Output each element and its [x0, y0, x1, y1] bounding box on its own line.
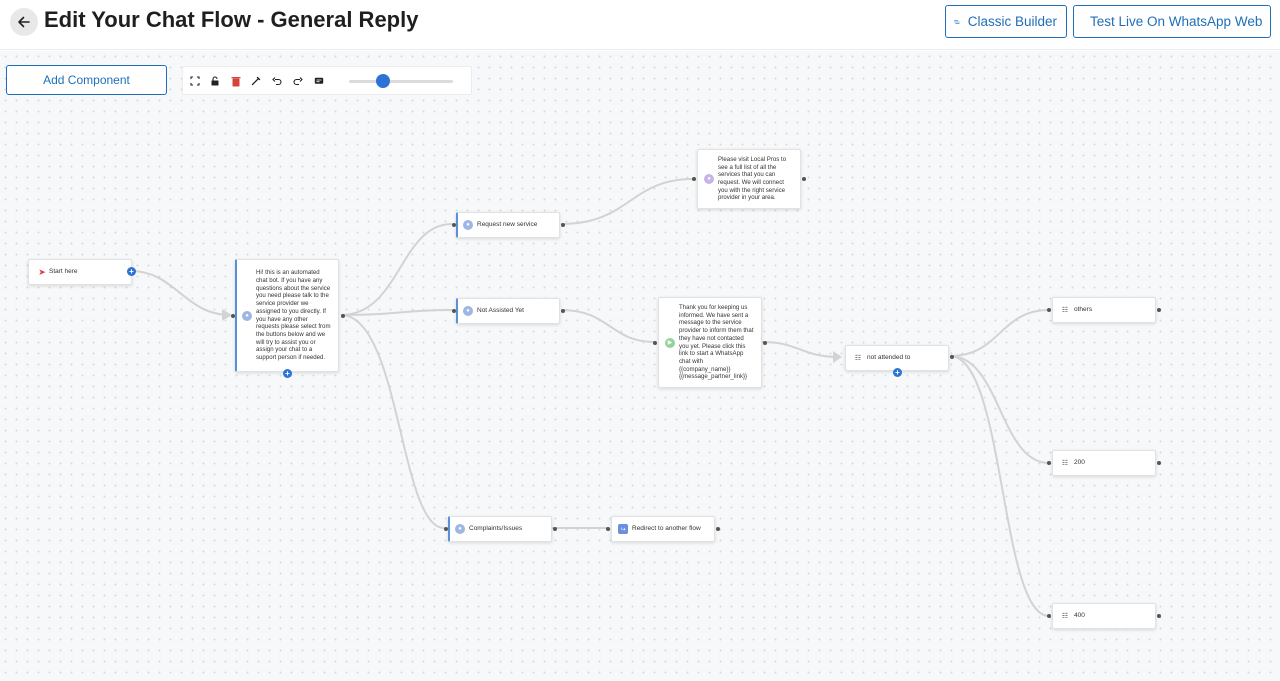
start-node[interactable]: ➤ Start here + — [28, 259, 136, 285]
page-title: Edit Your Chat Flow - General Reply — [44, 7, 419, 32]
redirect-flow-node[interactable]: ↪ Redirect to another flow — [606, 516, 720, 542]
list-icon: ☷ — [1061, 613, 1069, 620]
others-label: others — [1074, 306, 1093, 314]
canvas-toolbar — [182, 66, 472, 95]
zoom-slider[interactable] — [349, 74, 453, 88]
local-pros-message-node[interactable]: ● Please visit Local Pros to see a full … — [692, 149, 806, 209]
status-200-node[interactable]: ☷ 200 — [1047, 450, 1161, 476]
complaints-issues-label: Complaints/Issues — [469, 525, 523, 533]
not-assisted-yet-label: Not Assisted Yet — [477, 307, 524, 315]
start-node-label: Start here — [49, 268, 78, 276]
output-handle[interactable] — [561, 309, 565, 313]
informed-message-node[interactable]: ▶ Thank you for keeping us informed. We … — [653, 297, 767, 388]
user-icon: ● — [455, 524, 465, 534]
output-handle[interactable] — [1157, 614, 1161, 618]
output-handle[interactable] — [341, 314, 345, 318]
add-node-button[interactable]: + — [893, 368, 902, 377]
request-new-service-node[interactable]: ● Request new service — [452, 212, 565, 238]
greeting-message-node[interactable]: ● Hi! this is an automated chat bot. If … — [231, 259, 345, 378]
list-icon: ☷ — [854, 355, 862, 362]
test-whatsapp-label: Test Live On WhatsApp Web — [1090, 14, 1263, 29]
gear-icon: ● — [704, 174, 714, 184]
undo-icon[interactable] — [271, 75, 283, 87]
output-handle[interactable] — [553, 527, 557, 531]
redirect-flow-label: Redirect to another flow — [632, 525, 701, 533]
output-handle[interactable] — [950, 355, 954, 359]
output-handle[interactable] — [802, 177, 806, 181]
test-whatsapp-button[interactable]: Test Live On WhatsApp Web — [1073, 5, 1271, 38]
output-handle[interactable] — [1157, 461, 1161, 465]
status-400-label: 400 — [1074, 612, 1085, 620]
request-new-service-label: Request new service — [477, 221, 538, 229]
classic-builder-label: Classic Builder — [967, 14, 1057, 29]
back-button[interactable] — [10, 8, 38, 36]
edit-pencil-icon[interactable] — [250, 75, 262, 87]
cursor-icon: ➤ — [38, 266, 46, 277]
user-icon: ● — [463, 306, 473, 316]
local-pros-message-text: Please visit Local Pros to see a full li… — [718, 155, 787, 202]
redo-icon[interactable] — [292, 75, 304, 87]
output-handle[interactable] — [763, 341, 767, 345]
input-handle[interactable] — [231, 314, 235, 318]
lock-icon[interactable] — [209, 75, 221, 87]
zoom-slider-thumb[interactable] — [376, 74, 391, 88]
status-200-label: 200 — [1074, 459, 1085, 467]
output-handle[interactable] — [1157, 308, 1161, 312]
list-icon: ☷ — [1061, 307, 1069, 314]
send-icon: ▶ — [665, 337, 675, 348]
output-handle[interactable] — [716, 527, 720, 531]
input-handle[interactable] — [1047, 614, 1051, 618]
input-handle[interactable] — [444, 527, 448, 531]
others-node[interactable]: ☷ others — [1047, 297, 1161, 323]
greeting-message-text: Hi! this is an automated chat bot. If yo… — [256, 269, 331, 362]
message-icon[interactable] — [313, 75, 325, 87]
input-handle[interactable] — [653, 341, 657, 345]
input-handle[interactable] — [1047, 308, 1051, 312]
list-lines-icon — [954, 19, 960, 24]
status-400-node[interactable]: ☷ 400 — [1047, 603, 1161, 629]
add-node-button[interactable]: + — [283, 369, 292, 378]
informed-message-text: Thank you for keeping us informed. We ha… — [679, 303, 754, 381]
user-icon: ● — [463, 220, 473, 230]
redirect-icon: ↪ — [618, 524, 628, 534]
list-icon: ☷ — [1061, 460, 1069, 467]
output-handle[interactable] — [561, 223, 565, 227]
add-component-button[interactable]: Add Component — [6, 65, 167, 95]
add-node-button[interactable]: + — [127, 267, 136, 276]
delete-icon[interactable] — [230, 75, 242, 87]
input-handle[interactable] — [606, 527, 610, 531]
arrow-left-icon — [18, 16, 30, 28]
input-handle[interactable] — [692, 177, 696, 181]
not-assisted-yet-node[interactable]: ● Not Assisted Yet — [452, 298, 565, 324]
user-icon: ● — [242, 310, 252, 321]
not-attended-to-node[interactable]: ☷ not attended to + — [845, 345, 954, 377]
header-bar: Edit Your Chat Flow - General Reply Clas… — [0, 0, 1280, 50]
input-handle[interactable] — [452, 309, 456, 313]
classic-builder-button[interactable]: Classic Builder — [945, 5, 1067, 38]
input-handle[interactable] — [1047, 461, 1051, 465]
not-attended-to-label: not attended to — [867, 354, 911, 362]
flow-canvas[interactable] — [0, 51, 1280, 681]
fit-view-icon[interactable] — [189, 75, 201, 87]
input-handle[interactable] — [452, 223, 456, 227]
complaints-issues-node[interactable]: ● Complaints/Issues — [444, 516, 557, 542]
